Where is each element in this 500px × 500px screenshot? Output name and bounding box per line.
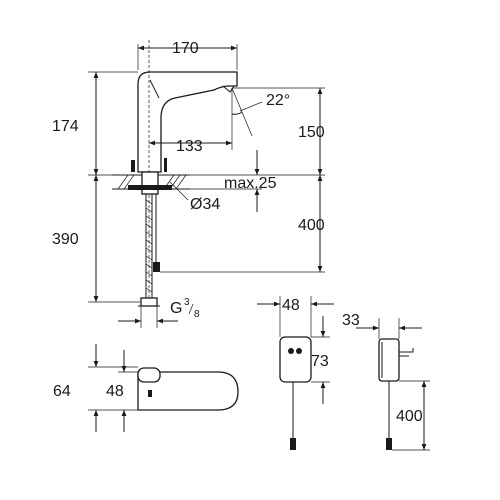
control-box-body [279,336,312,383]
cable-connector [153,262,160,272]
top-view-shank [137,367,161,383]
faucet-top-view [137,367,239,411]
hose-braid [145,199,153,293]
sensor-window [149,79,160,99]
top-view-outline [137,371,239,411]
faucet-body [137,71,238,173]
dim-174-label: 174 [52,118,79,135]
mounting-shank [141,171,159,195]
dimensions-control-box: 48 73 [257,296,334,404]
dim-48-top-label: 48 [106,383,124,400]
dim-390-label: 390 [52,231,79,248]
dim-73-label: 73 [311,353,329,370]
dim-150-label: 150 [298,124,325,141]
dimensions-adapter: 33 400 [342,312,430,451]
dim-max25-label: max.25 [224,175,277,192]
dim-48-box-label: 48 [282,297,300,314]
dim-thread-label: G [170,300,182,317]
faucet-base-detail [131,160,135,172]
deck-hatch [117,174,187,190]
control-box-port-right [296,348,302,354]
power-adapter [378,338,414,450]
top-view-sensor [148,390,152,397]
hose-fitting [140,297,158,307]
faucet-base-detail-right [164,158,167,172]
adapter-cable-end [386,438,392,450]
dim-33-label: 33 [342,312,360,329]
dim-170-label: 170 [172,40,199,57]
faucet-side-view [112,40,238,307]
control-box [279,336,312,450]
angle-leader [239,101,263,112]
angle-arc [231,111,243,115]
dim-thread-num: 3 [184,297,190,308]
dim-64-label: 64 [53,383,71,400]
control-box-cable-end [290,438,296,450]
dim-thread-den: 8 [194,309,200,320]
adapter-plug [399,348,414,357]
dim-diameter-label: Ø34 [190,196,220,213]
dimensions-faucet: 170 174 22° 150 133 max.25 Ø34 400 [52,40,325,328]
control-box-port-left [288,348,294,354]
mounting-nut [128,185,172,190]
dim-400-label: 400 [298,217,325,234]
dim-400-adapter-label: 400 [396,408,423,425]
dim-angle-label: 22° [266,92,290,109]
dim-133-label: 133 [176,138,203,155]
dimensions-top-view: 64 48 [53,344,138,432]
